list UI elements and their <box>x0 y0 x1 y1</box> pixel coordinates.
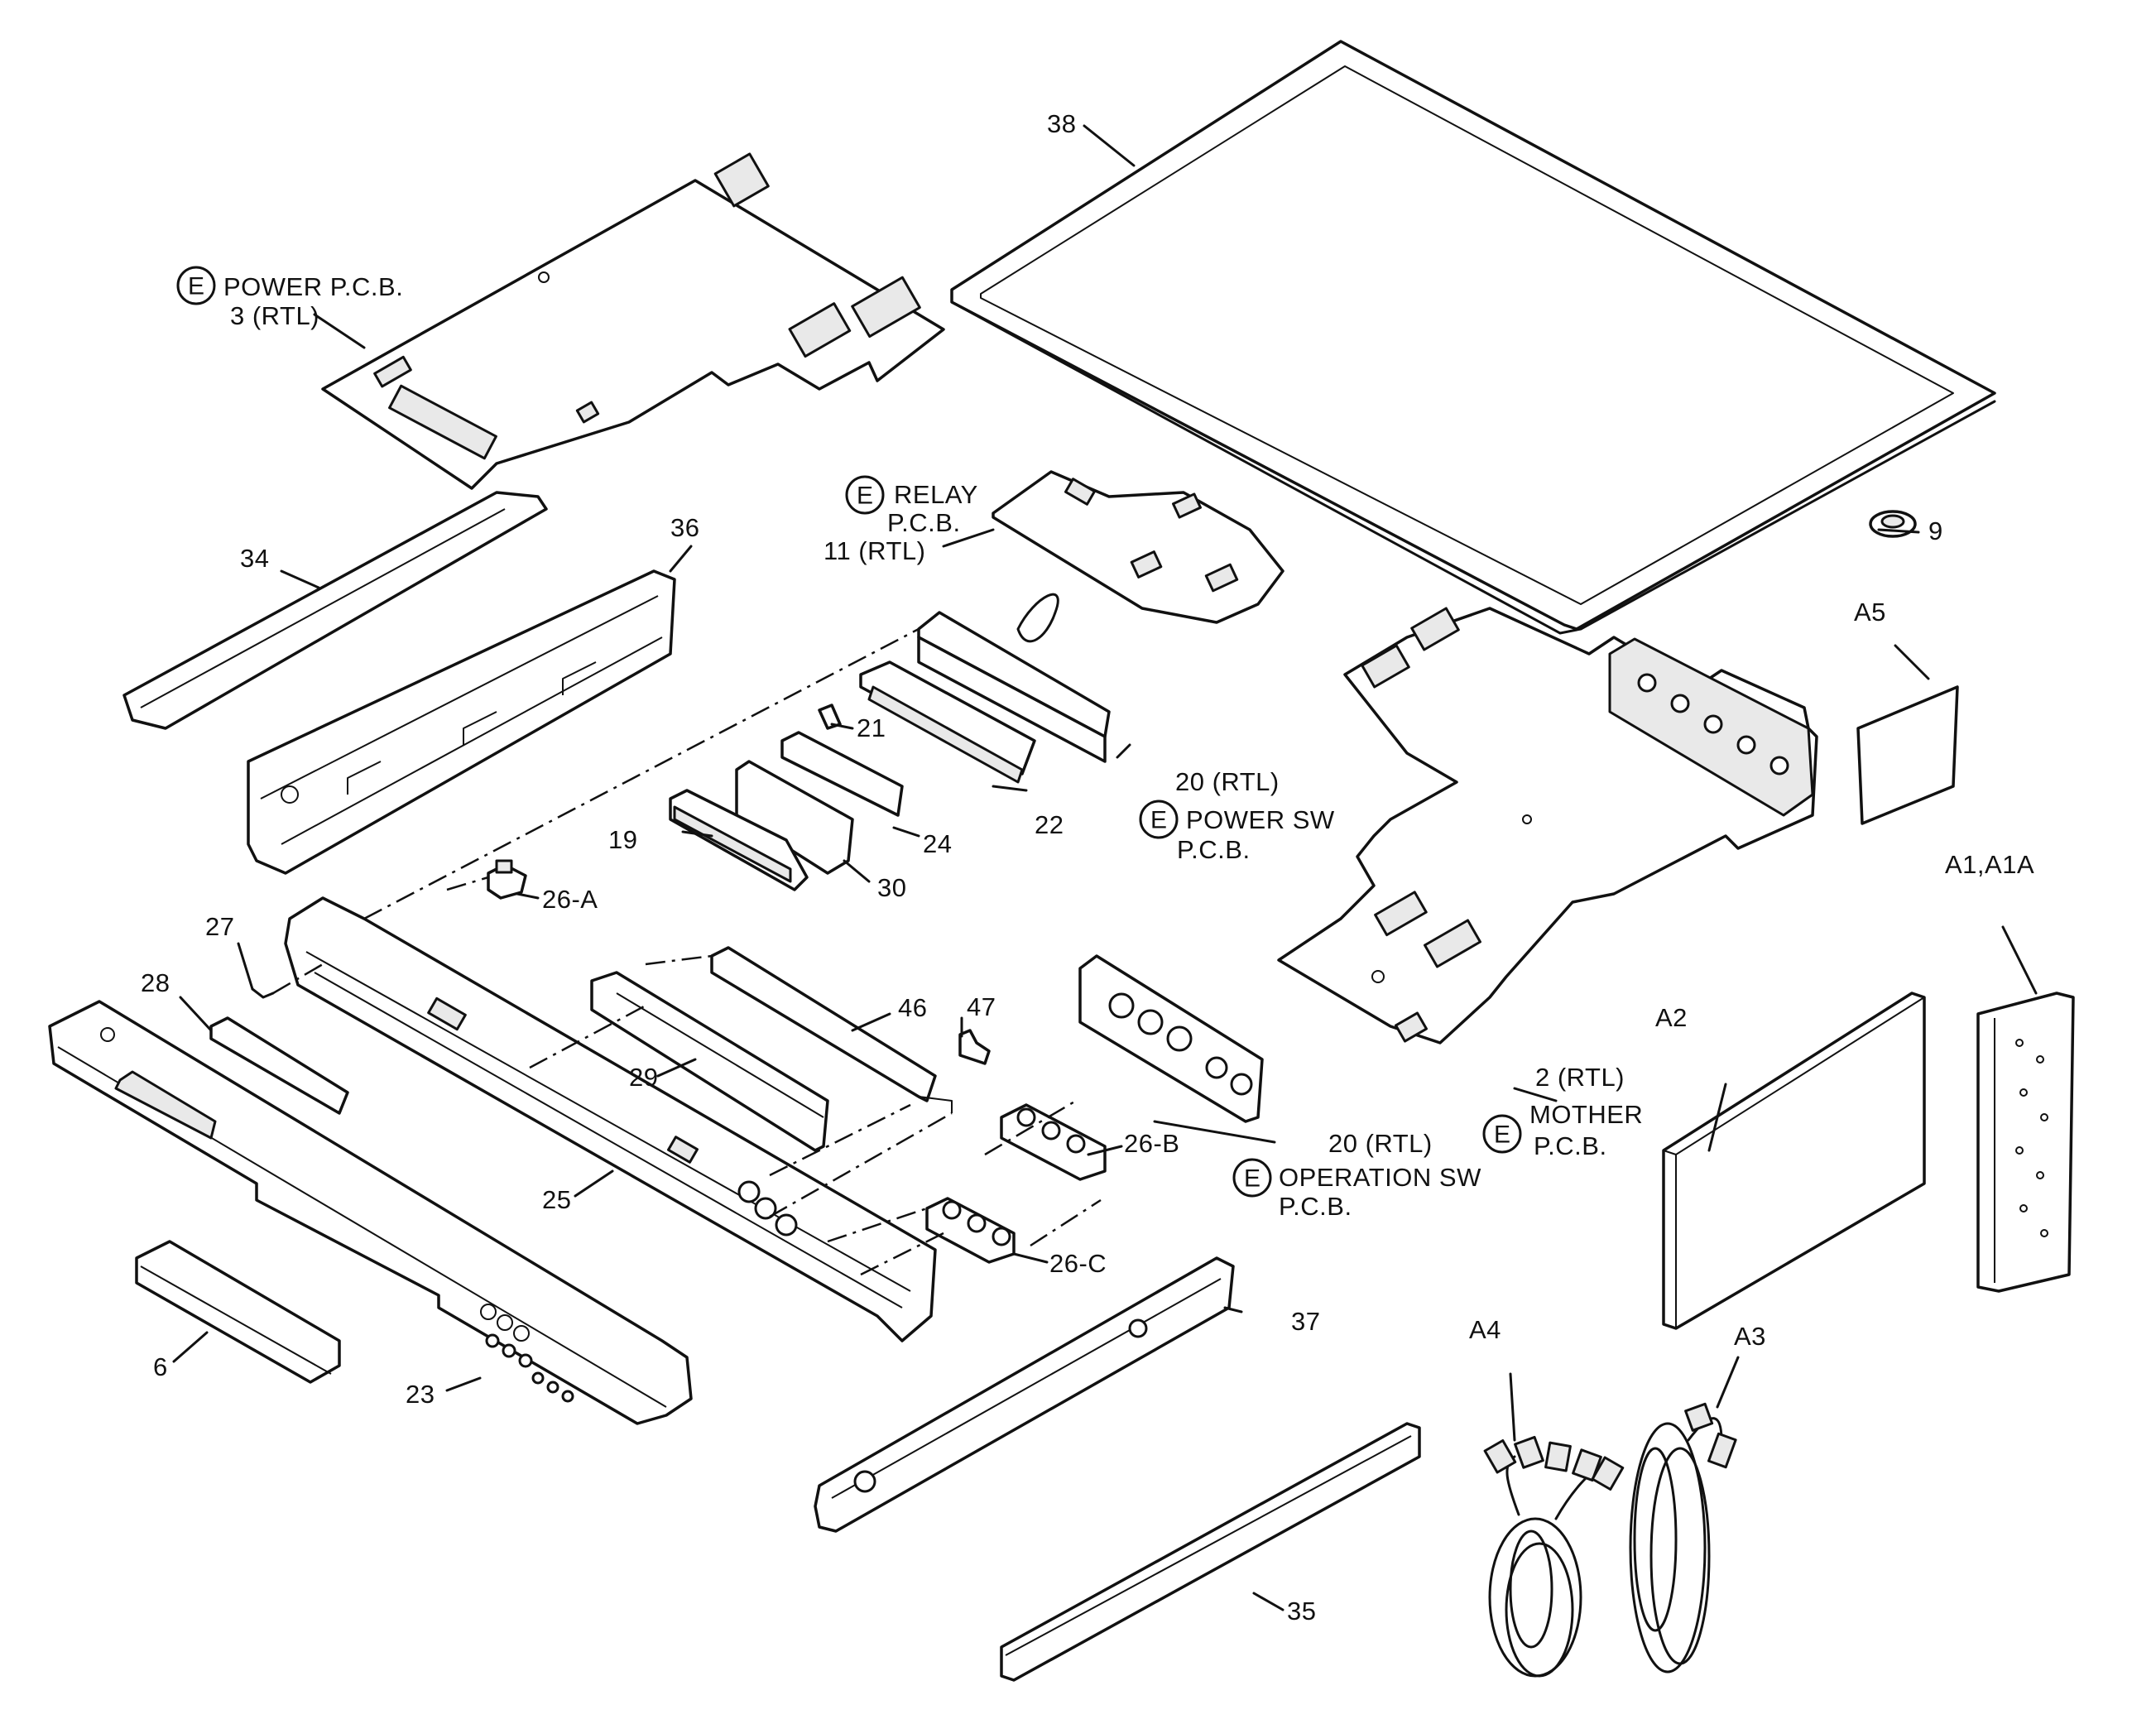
label-a1: A1,A1A <box>1945 850 2034 879</box>
part-29 <box>590 971 829 1152</box>
leader-lines <box>172 124 2038 1611</box>
e-mark-relay-pcb: E <box>845 475 885 515</box>
part-28 <box>209 1016 349 1115</box>
part-22 <box>859 660 1036 784</box>
label-operation-sw-num: 20 (RTL) <box>1328 1129 1433 1158</box>
label-6: 6 <box>153 1352 168 1381</box>
label-38: 38 <box>1047 109 1076 138</box>
part-35-bar <box>1000 1422 1421 1682</box>
label-a4: A4 <box>1469 1315 1501 1344</box>
e-marks: E E E E E <box>176 266 1522 1198</box>
label-9: 9 <box>1928 516 1943 545</box>
part-11-relay-pcb <box>992 470 1284 624</box>
svg-text:E: E <box>1494 1121 1510 1149</box>
part-24 <box>780 731 904 817</box>
label-relay-num: 11 (RTL) <box>824 536 925 565</box>
accessory-a2-manual <box>1662 992 1926 1330</box>
part-36-side-frame <box>247 569 676 875</box>
label-power-sw-1: POWER SW <box>1186 805 1335 834</box>
part-3-power-pcb <box>321 152 945 490</box>
label-28: 28 <box>141 968 170 997</box>
part-20-power-sw-pcb <box>917 593 1111 763</box>
part-27 <box>251 987 275 999</box>
part-37-side-rail <box>814 1256 1235 1533</box>
label-power-pcb-name: POWER P.C.B. <box>223 272 403 301</box>
label-a5: A5 <box>1854 598 1886 627</box>
label-operation-sw-2: P.C.B. <box>1279 1192 1352 1221</box>
label-35: 35 <box>1287 1597 1316 1626</box>
part-26c-switch <box>925 1197 1016 1264</box>
label-mother-1: MOTHER <box>1529 1100 1643 1129</box>
part-23-front-panel <box>48 1000 693 1425</box>
part-2-mother-pcb <box>1277 607 1818 1044</box>
svg-text:E: E <box>188 273 204 300</box>
svg-text:E: E <box>1244 1165 1260 1193</box>
label-26b: 26-B <box>1124 1129 1179 1158</box>
label-26c: 26-C <box>1049 1249 1107 1278</box>
label-a2: A2 <box>1655 1003 1688 1032</box>
part-20-operation-sw-pcb <box>1078 954 1264 1123</box>
label-46: 46 <box>898 993 927 1022</box>
label-19: 19 <box>608 825 637 854</box>
e-mark-power-pcb: E <box>176 266 216 305</box>
label-relay-1: RELAY <box>894 480 978 509</box>
label-mother-2: P.C.B. <box>1534 1131 1607 1160</box>
label-24: 24 <box>923 829 952 858</box>
part-46-bracket <box>710 946 953 1113</box>
label-operation-sw-1: OPERATION SW <box>1279 1163 1481 1192</box>
e-mark-mother-pcb: E <box>1482 1114 1522 1154</box>
label-30: 30 <box>877 873 906 902</box>
label-23: 23 <box>406 1380 435 1409</box>
label-37: 37 <box>1291 1307 1320 1336</box>
e-mark-power-sw-pcb: E <box>1139 800 1179 839</box>
accessory-a1-remote <box>1976 992 2075 1293</box>
label-power-sw-2: P.C.B. <box>1177 835 1251 864</box>
part-26b-switch <box>1000 1103 1107 1181</box>
label-a3: A3 <box>1734 1322 1766 1351</box>
label-29: 29 <box>629 1063 658 1092</box>
part-47-clip <box>958 1029 991 1065</box>
part-26a-switch <box>487 859 527 900</box>
part-25-front-chassis <box>284 896 937 1342</box>
accessory-a4-av-cable <box>1483 1435 1625 1678</box>
accessory-a5-sheet <box>1856 685 1959 825</box>
label-36: 36 <box>670 513 699 542</box>
label-21: 21 <box>857 713 886 742</box>
e-mark-operation-sw-pcb: E <box>1232 1158 1272 1198</box>
label-25: 25 <box>542 1185 571 1214</box>
label-27: 27 <box>205 912 234 941</box>
label-power-pcb-num: 3 (RTL) <box>230 301 319 330</box>
part-38-top-cover <box>950 40 1996 635</box>
label-mother-num: 2 (RTL) <box>1535 1063 1625 1092</box>
label-47: 47 <box>967 992 996 1021</box>
svg-text:E: E <box>1150 807 1167 834</box>
label-relay-2: P.C.B. <box>887 508 961 537</box>
label-power-sw-num: 20 (RTL) <box>1175 767 1280 796</box>
part-34-side-rail <box>122 491 548 730</box>
label-22: 22 <box>1035 810 1064 839</box>
part-labels: POWER P.C.B. 3 (RTL) RELAY P.C.B. 11 (RT… <box>141 109 2034 1626</box>
part-21 <box>818 704 842 730</box>
part-6-block <box>135 1240 341 1384</box>
svg-text:E: E <box>857 483 873 510</box>
accessory-a3-power-cord <box>1629 1402 1737 1674</box>
label-34: 34 <box>240 544 269 573</box>
label-26a: 26-A <box>542 885 598 914</box>
assembly-guide-lines <box>272 627 1102 1276</box>
part-19 <box>669 789 809 891</box>
